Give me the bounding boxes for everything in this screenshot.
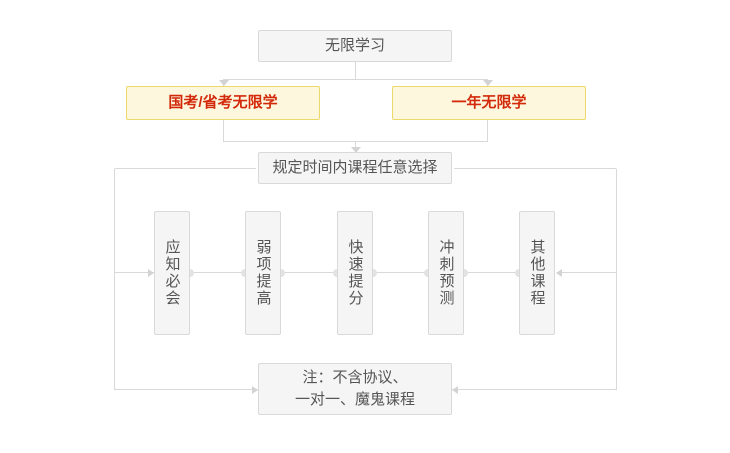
arrow-into-choice (351, 147, 361, 153)
course-dot-4 (369, 269, 377, 277)
note-line-1: 注：不含协议、 (302, 369, 408, 387)
arrow-into-left-plan (219, 80, 229, 86)
node-plan-one-year: 一年无限学 (392, 86, 586, 120)
node-course-sprint-forecast: 冲刺预测 (428, 211, 464, 335)
course-label-1: 弱项提高 (254, 239, 272, 307)
note-line-2: 一对一、魔鬼课程 (294, 391, 415, 408)
connector-course-0-to-1 (190, 272, 245, 273)
connector-course-chain-left (114, 272, 154, 273)
connector-course-2-to-3 (373, 272, 428, 273)
course-dot-0 (186, 269, 194, 277)
arrow-into-course-0 (148, 269, 154, 277)
course-label-2: 快速提分 (346, 239, 364, 307)
course-label-4: 其他课程 (528, 239, 546, 307)
arrow-into-note-right (452, 386, 458, 394)
connector-left-plan-stem (223, 120, 224, 142)
node-unlimited-learning: 无限学习 (258, 30, 452, 62)
node-exclusion-note: 注：不含协议、 一对一、魔鬼课程 (258, 363, 452, 415)
connector-merge-to-choice (355, 141, 356, 150)
node-course-weak-point: 弱项提高 (245, 211, 281, 335)
connector-root-stem (355, 62, 356, 80)
connector-course-1-to-2 (281, 272, 337, 273)
node-course-fast-score: 快速提分 (337, 211, 373, 335)
course-dot-6 (460, 269, 468, 277)
arrow-into-right-plan (483, 80, 493, 86)
course-dot-2 (277, 269, 285, 277)
course-label-3: 冲刺预测 (437, 239, 455, 307)
course-label-0: 应知必会 (163, 239, 181, 307)
connector-right-plan-stem (487, 120, 488, 142)
connector-course-3-to-4 (464, 272, 519, 273)
connector-course-chain-right (561, 272, 617, 273)
connector-note-right (452, 389, 617, 390)
node-course-other: 其他课程 (519, 211, 555, 335)
node-plan-national-provincial: 国考/省考无限学 (126, 86, 320, 120)
arrow-into-note-left (252, 386, 258, 394)
node-course-basic: 应知必会 (154, 211, 190, 335)
node-free-course-choice: 规定时间内课程任意选择 (258, 152, 452, 184)
connector-root-bus (223, 79, 487, 80)
arrow-into-course-4 (556, 269, 562, 277)
connector-note-left (114, 389, 258, 390)
